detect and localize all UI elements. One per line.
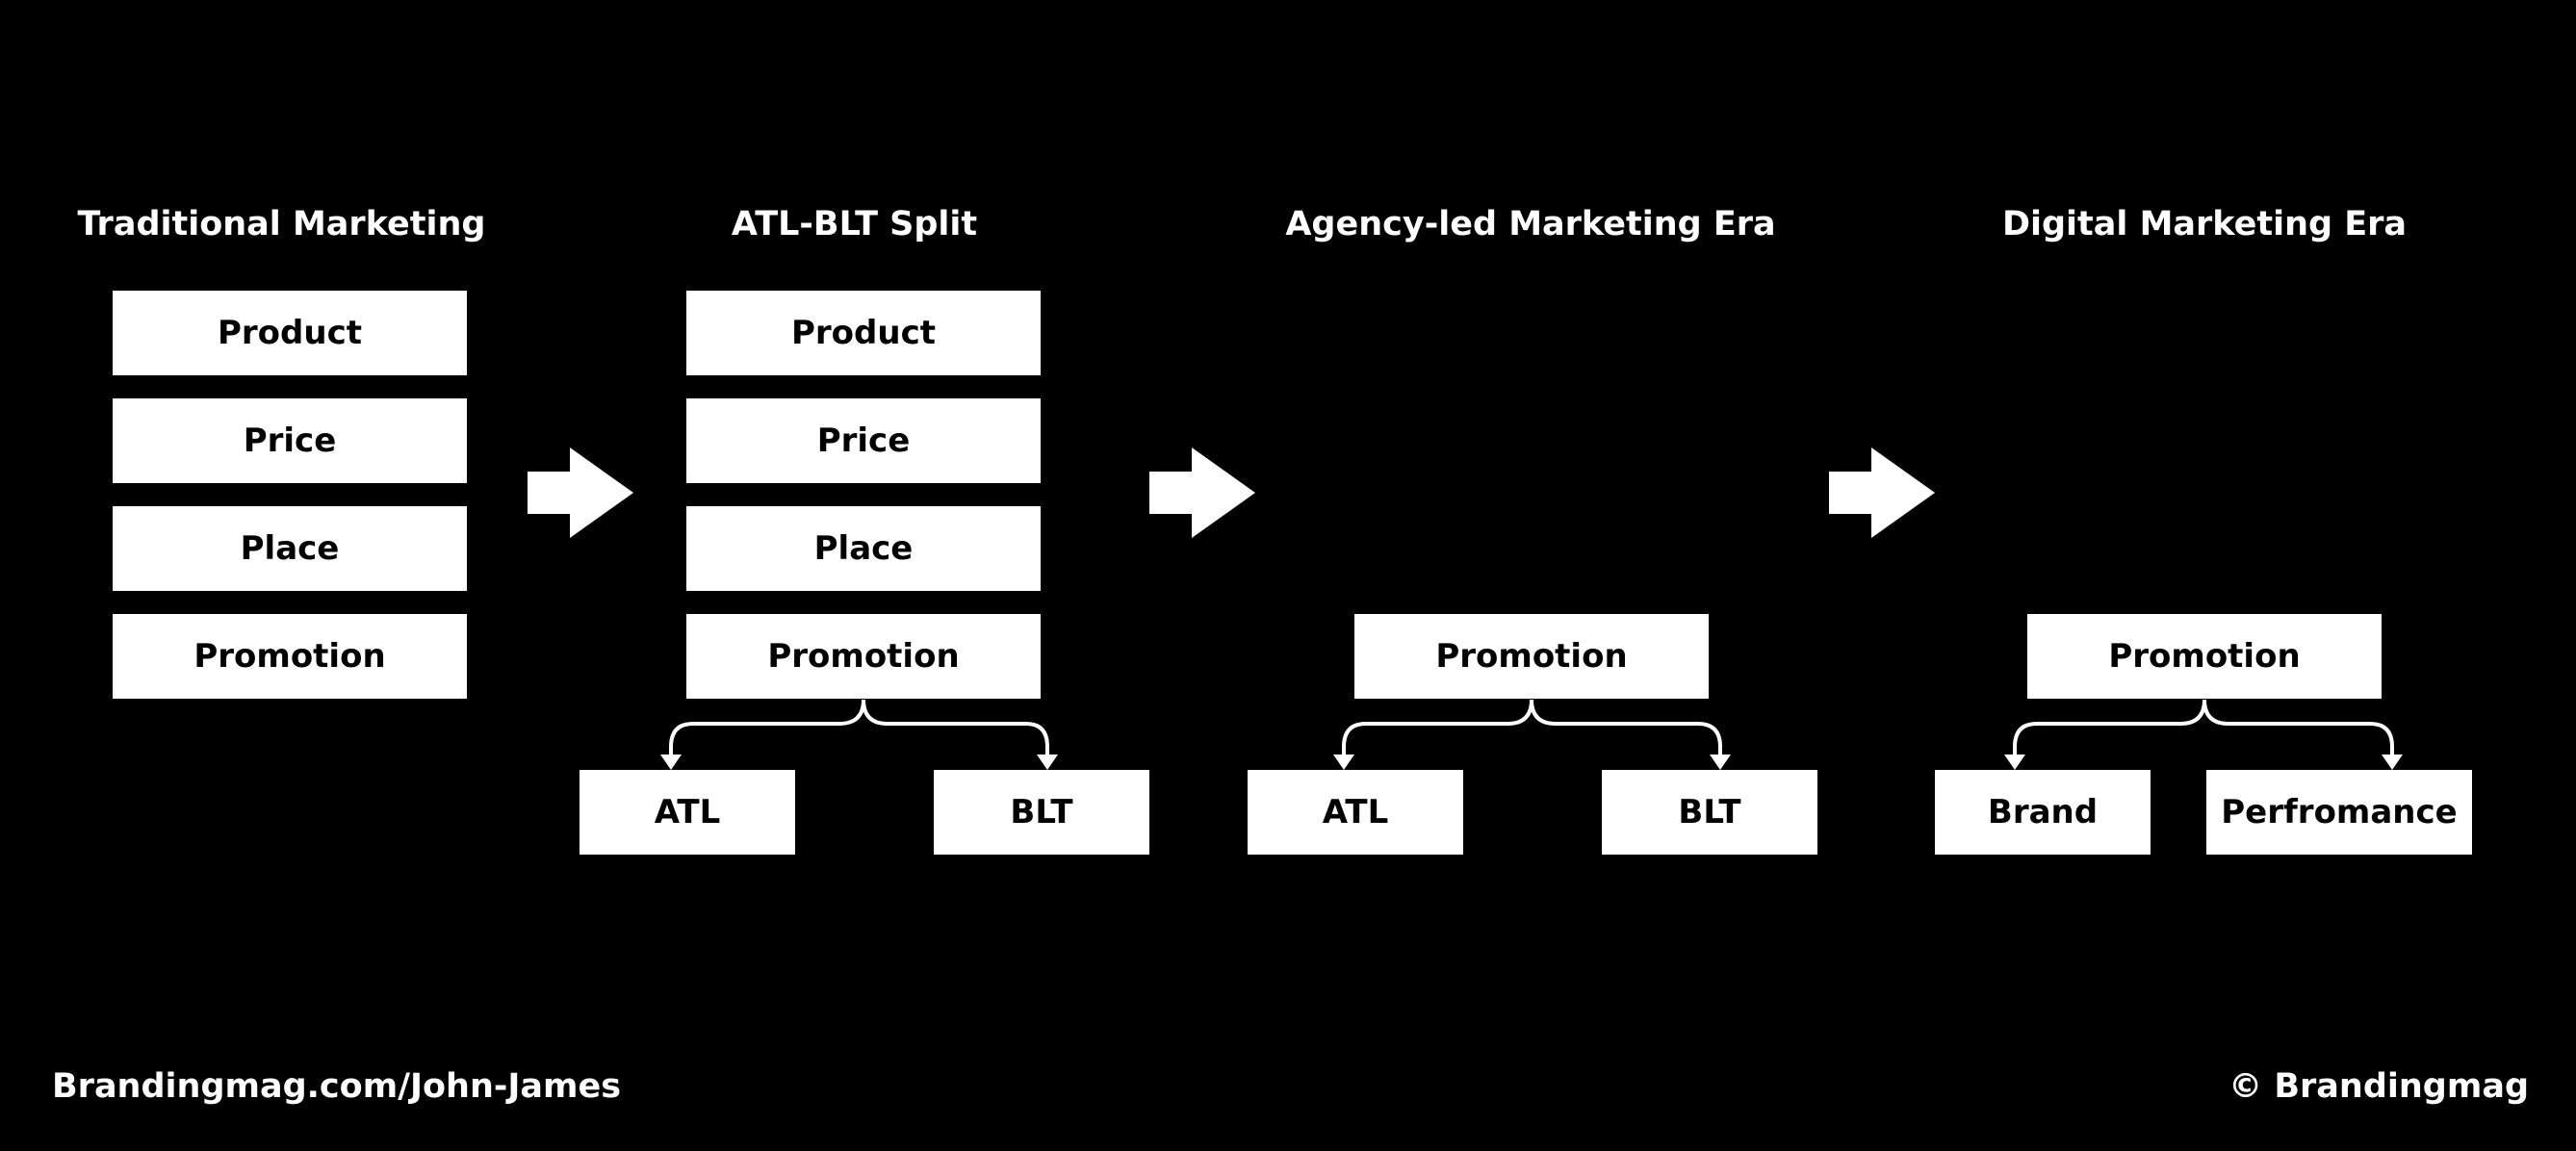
- stage-title-agency-led: Agency-led Marketing Era: [1285, 205, 1776, 243]
- box-place: Place: [686, 506, 1041, 591]
- brace-connector: [2013, 699, 2394, 756]
- box-product: Product: [113, 291, 467, 375]
- stage-title-traditional: Traditional Marketing: [77, 205, 486, 243]
- box-promotion: Promotion: [686, 614, 1041, 699]
- arrowhead-icon: [660, 755, 682, 770]
- box-promotion: Promotion: [1354, 614, 1709, 699]
- box-place: Place: [113, 506, 467, 591]
- arrowhead-icon: [2004, 755, 2025, 770]
- box-promotion: Promotion: [113, 614, 467, 699]
- brace-connector: [1342, 699, 1722, 756]
- footer-source-link: Brandingmag.com/John-James: [52, 1067, 622, 1106]
- stage-title-atl-blt-split: ATL-BLT Split: [731, 205, 978, 243]
- arrowhead-icon: [1037, 755, 1058, 770]
- stage-arrow-icon: [1149, 448, 1255, 538]
- brace-connector: [669, 699, 1049, 756]
- arrowhead-icon: [1710, 755, 1731, 770]
- box-price: Price: [113, 398, 467, 483]
- box-brand: Brand: [1935, 770, 2151, 855]
- box-promotion: Promotion: [2027, 614, 2382, 699]
- box-atl: ATL: [1248, 770, 1463, 855]
- box-product: Product: [686, 291, 1041, 375]
- box-price: Price: [686, 398, 1041, 483]
- footer-copyright: © Brandingmag: [2228, 1067, 2529, 1106]
- box-blt: BLT: [1602, 770, 1817, 855]
- box-performance: Perfromance: [2206, 770, 2472, 855]
- stage-arrow-icon: [1829, 448, 1935, 538]
- stage-title-digital: Digital Marketing Era: [2001, 205, 2408, 243]
- box-blt: BLT: [934, 770, 1149, 855]
- stage-arrow-icon: [528, 448, 633, 538]
- arrowhead-icon: [1333, 755, 1354, 770]
- box-atl: ATL: [580, 770, 795, 855]
- arrowhead-icon: [2382, 755, 2403, 770]
